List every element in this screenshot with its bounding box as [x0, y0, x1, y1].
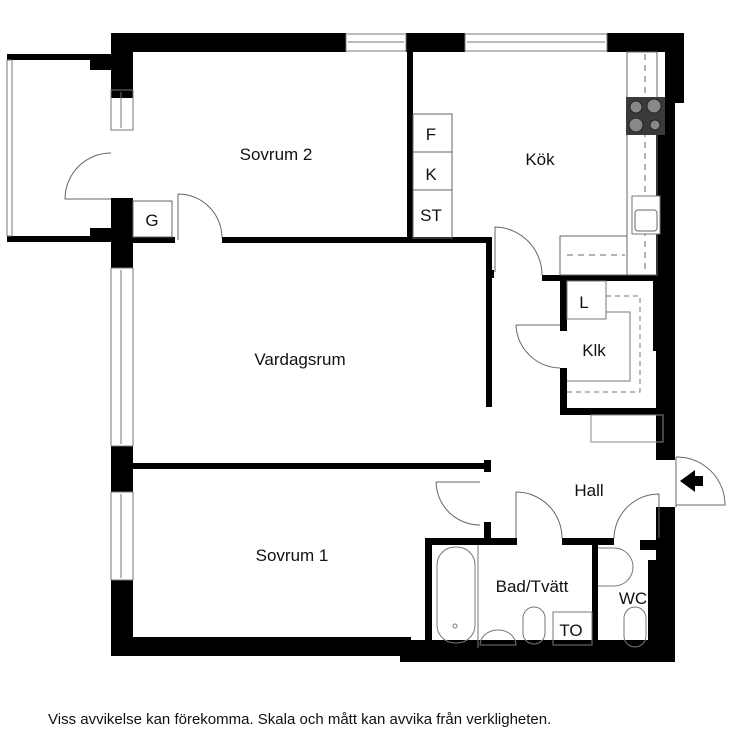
- room-label-kok: Kök: [525, 150, 555, 169]
- room-label-hall: Hall: [574, 481, 603, 500]
- room-label-vardagsrum: Vardagsrum: [254, 350, 345, 369]
- windows: [6, 33, 608, 581]
- fixture-label-k: K: [425, 165, 437, 184]
- entrance-arrow-icon: [680, 470, 703, 492]
- stove-icon: [626, 97, 665, 135]
- room-label-wc: WC: [619, 589, 647, 608]
- fixture-label-to: TO: [559, 621, 582, 640]
- klk-shelves: [566, 280, 664, 443]
- g-closet: [132, 200, 173, 238]
- room-label-sovrum1: Sovrum 1: [256, 546, 329, 565]
- disclaimer-text: Viss avvikelse kan förekomma. Skala och …: [48, 711, 552, 728]
- fixture-label-st: ST: [420, 206, 442, 225]
- fixture-label-l: L: [579, 293, 588, 312]
- room-label-bad-tvatt: Bad/Tvätt: [496, 577, 569, 596]
- walls: [7, 33, 684, 662]
- kitchen-counters: [412, 51, 661, 276]
- fixture-label-g: G: [145, 211, 158, 230]
- doors: [64, 152, 726, 539]
- room-label-klk: Klk: [582, 341, 606, 360]
- fixture-label-f: F: [426, 125, 436, 144]
- bathroom-fixtures: [436, 545, 647, 648]
- room-label-sovrum2: Sovrum 2: [240, 145, 313, 164]
